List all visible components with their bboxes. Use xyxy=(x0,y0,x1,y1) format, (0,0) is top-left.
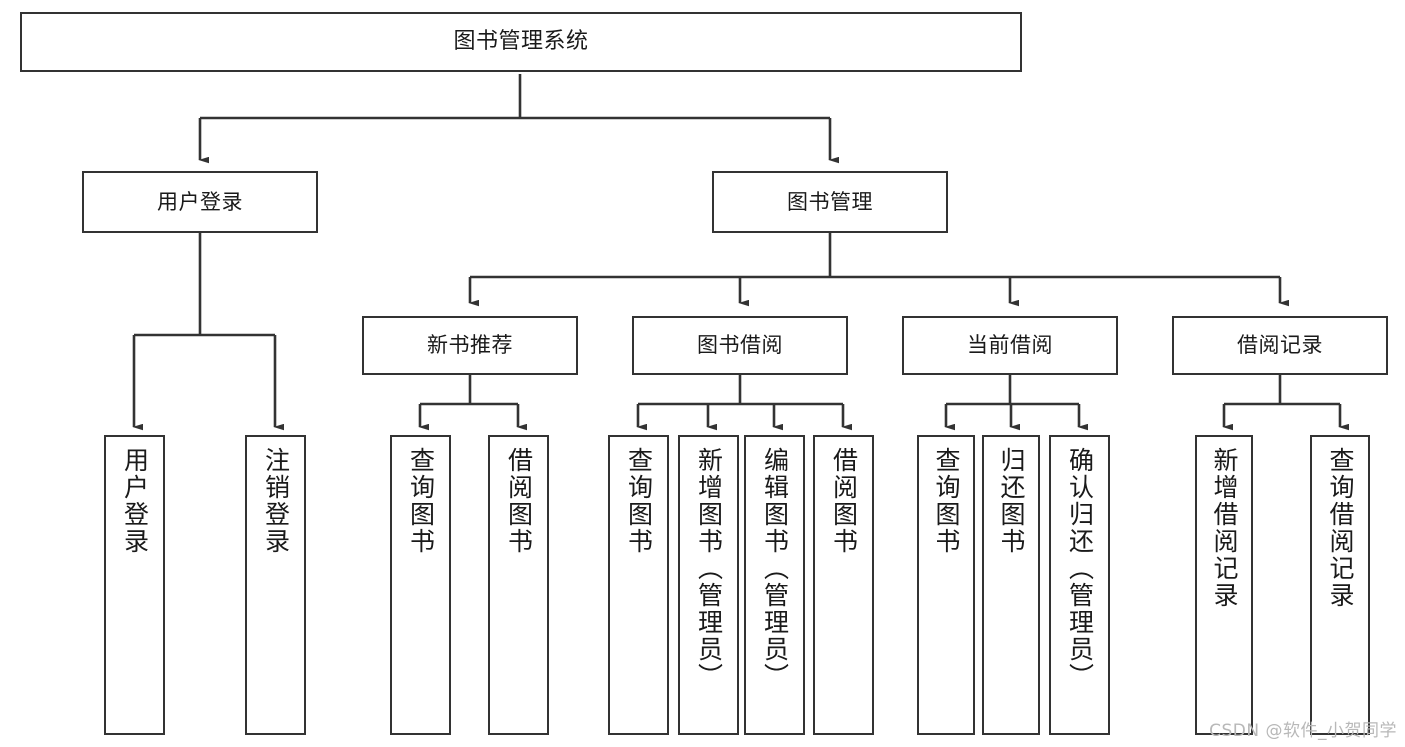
leaf-query-books-borrowing[interactable]: 查询图书 xyxy=(608,435,669,735)
node-label: 查询借阅记录 xyxy=(1326,447,1355,609)
node-label: 注销登录 xyxy=(261,447,291,555)
node-current-borrowing[interactable]: 当前借阅 xyxy=(902,316,1118,375)
leaf-user-login[interactable]: 用户登录 xyxy=(104,435,165,735)
node-label: 借阅图书 xyxy=(829,447,859,555)
node-label: 图书管理系统 xyxy=(453,29,589,55)
leaf-query-books-recommendation[interactable]: 查询图书 xyxy=(390,435,451,735)
leaf-borrow-books-recommendation[interactable]: 借阅图书 xyxy=(488,435,549,735)
node-label: 当前借阅 xyxy=(967,333,1053,358)
node-label: 图书管理 xyxy=(787,189,873,214)
leaf-logout[interactable]: 注销登录 xyxy=(245,435,306,735)
node-label: 查询图书 xyxy=(406,447,436,555)
node-label: 查询图书 xyxy=(624,447,654,555)
leaf-return-books[interactable]: 归还图书 xyxy=(982,435,1040,735)
node-book-borrowing[interactable]: 图书借阅 xyxy=(632,316,848,375)
leaf-query-books-current[interactable]: 查询图书 xyxy=(917,435,975,735)
leaf-borrow-books-borrowing[interactable]: 借阅图书 xyxy=(813,435,874,735)
node-root-system[interactable]: 图书管理系统 xyxy=(20,12,1022,72)
node-borrow-records[interactable]: 借阅记录 xyxy=(1172,316,1388,375)
node-new-book-recommendation[interactable]: 新书推荐 xyxy=(362,316,578,375)
node-user-login[interactable]: 用户登录 xyxy=(82,171,318,233)
node-label: 查询图书 xyxy=(932,447,961,555)
node-label: 用户登录 xyxy=(120,447,150,555)
node-label: 编辑图书（管理员） xyxy=(760,447,790,690)
leaf-query-borrow-record[interactable]: 查询借阅记录 xyxy=(1310,435,1370,735)
node-label: 图书借阅 xyxy=(697,333,783,358)
node-label: 新增图书（管理员） xyxy=(694,447,724,690)
leaf-edit-book-admin[interactable]: 编辑图书（管理员） xyxy=(744,435,805,735)
csdn-watermark: CSDN @软件_小贺同学 xyxy=(1209,721,1397,741)
node-label: 新书推荐 xyxy=(427,333,513,358)
node-label: 归还图书 xyxy=(997,447,1026,555)
node-label: 借阅图书 xyxy=(504,447,534,555)
node-label: 新增借阅记录 xyxy=(1210,447,1239,609)
leaf-add-borrow-record[interactable]: 新增借阅记录 xyxy=(1195,435,1253,735)
node-label: 借阅记录 xyxy=(1237,333,1323,358)
node-label: 用户登录 xyxy=(157,189,243,214)
leaf-add-book-admin[interactable]: 新增图书（管理员） xyxy=(678,435,739,735)
node-book-management[interactable]: 图书管理 xyxy=(712,171,948,233)
node-label: 确认归还（管理员） xyxy=(1065,447,1095,690)
leaf-confirm-return-admin[interactable]: 确认归还（管理员） xyxy=(1049,435,1110,735)
